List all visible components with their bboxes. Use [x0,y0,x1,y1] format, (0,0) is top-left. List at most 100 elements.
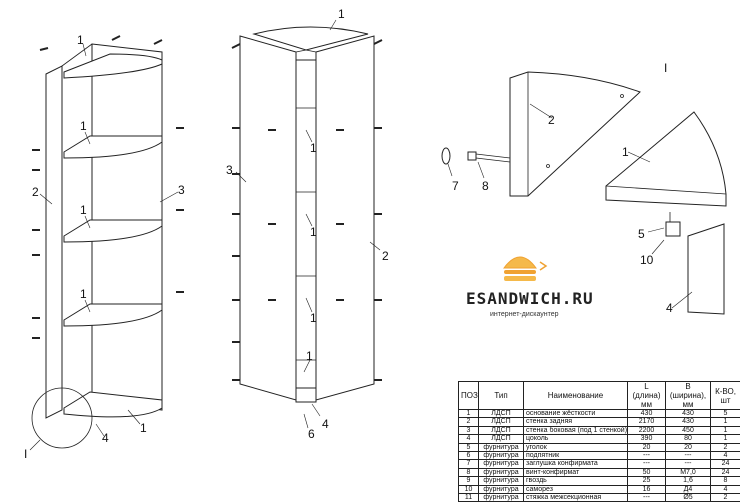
spec-cell: 9 [459,477,479,485]
spec-cell: 4 [711,485,740,493]
spec-cell: 390 [628,435,666,443]
spec-cell: фурнитура [479,452,524,460]
spec-cell: 1 [711,435,740,443]
spec-cell: 450 [666,426,711,434]
corner-bracket [666,222,680,236]
spec-cell: --- [628,494,666,502]
label-center-shelf-2: 1 [310,225,317,239]
label-detail-plinth: 4 [666,301,673,315]
spec-header-cell: К-ВО, шт [711,382,740,410]
spec-cell: фурнитура [479,485,524,493]
label-detail-shelf: 2 [548,113,555,127]
spec-cell: 5 [459,443,479,451]
spec-cell: 2 [459,418,479,426]
left-side-panel [46,66,62,418]
left-shelf-view: 1 1 1 1 1 2 3 4 I [24,33,185,461]
label-center-shelf-1: 1 [310,141,317,155]
label-center-left-panel: 3 [226,163,233,177]
spec-cell: заглушка конфирмата [524,460,628,468]
spec-cell: фурнитура [479,443,524,451]
spec-cell: --- [628,460,666,468]
spec-cell: ЛДСП [479,426,524,434]
spec-cell: уголок [524,443,628,451]
label-center-shelf-3: 1 [310,311,317,325]
spec-cell: винт-конфирмат [524,468,628,476]
label-shelf-2: 1 [80,119,87,133]
label-center-plinth: 4 [322,417,329,431]
label-plinth-left: 4 [102,431,109,445]
logo-name: ESANDWICH.RU [466,289,594,308]
center-assembly-view: 1 3 2 1 1 1 1 4 6 [226,7,389,441]
spec-cell: Ø5 [666,494,711,502]
spec-cell: 1 [711,426,740,434]
label-center-right-panel: 2 [382,249,389,263]
label-bracket: 5 [638,227,645,241]
spec-header-cell: L (длина) мм [628,382,666,410]
spec-cell: 25 [628,477,666,485]
spec-cell: основание жёсткости [524,410,628,418]
spec-cell: ЛДСП [479,435,524,443]
detail-view: I 2 1 7 8 5 10 [442,61,726,315]
spec-cell: М7,0 [666,468,711,476]
spec-cell: 20 [666,443,711,451]
spec-cell: ЛДСП [479,418,524,426]
spec-cell: 10 [459,485,479,493]
label-center-shelf-bottom: 1 [306,349,313,363]
spec-cell: 7 [459,460,479,468]
label-top-cap: 1 [338,7,345,21]
spec-cell: 6 [459,452,479,460]
spec-cell: стенка боковая (под 1 стенкой) [524,426,628,434]
detail-title: I [664,61,667,75]
spec-cell: 4 [459,435,479,443]
label-back-panel: 3 [178,183,185,197]
spec-cell: 2200 [628,426,666,434]
spec-cell: Д4 [666,485,711,493]
label-shelf-bottom: 1 [140,421,147,435]
spec-cell: 8 [459,468,479,476]
spec-cell: 1 [459,410,479,418]
spec-cell: 4 [711,452,740,460]
label-shelf-4: 1 [80,287,87,301]
spec-cell: --- [666,452,711,460]
spec-cell: подпятник [524,452,628,460]
spec-header-cell: B (ширина), мм [666,382,711,410]
spec-cell: фурнитура [479,460,524,468]
label-side-panel: 2 [32,185,39,199]
spec-cell: 11 [459,494,479,502]
label-detail-ref: I [24,447,27,461]
spec-cell: 1 [711,418,740,426]
spec-cell: фурнитура [479,468,524,476]
center-right-panel [316,36,374,400]
label-self-tap: 10 [640,253,654,267]
label-shelf-3: 1 [80,203,87,217]
spec-cell: цоколь [524,435,628,443]
spec-cell: 50 [628,468,666,476]
spec-cell: 8 [711,477,740,485]
label-shelf-top: 1 [77,33,84,47]
spec-cell: 430 [666,418,711,426]
detail-plinth [688,224,724,314]
label-cap: 7 [452,179,459,193]
spec-cell: --- [666,460,711,468]
spec-header-cell: ПОЗ [459,382,479,410]
spec-header-cell: Тип [479,382,524,410]
spec-cell: стенка задняя [524,418,628,426]
spec-cell: фурнитура [479,477,524,485]
spec-cell: 20 [628,443,666,451]
spec-cell: стяжка межсекционная [524,494,628,502]
spec-cell: фурнитура [479,494,524,502]
spec-cell: 430 [628,410,666,418]
spec-cell: 2 [711,443,740,451]
spec-cell: ЛДСП [479,410,524,418]
label-center-foot: 6 [308,427,315,441]
center-left-panel [240,36,296,400]
